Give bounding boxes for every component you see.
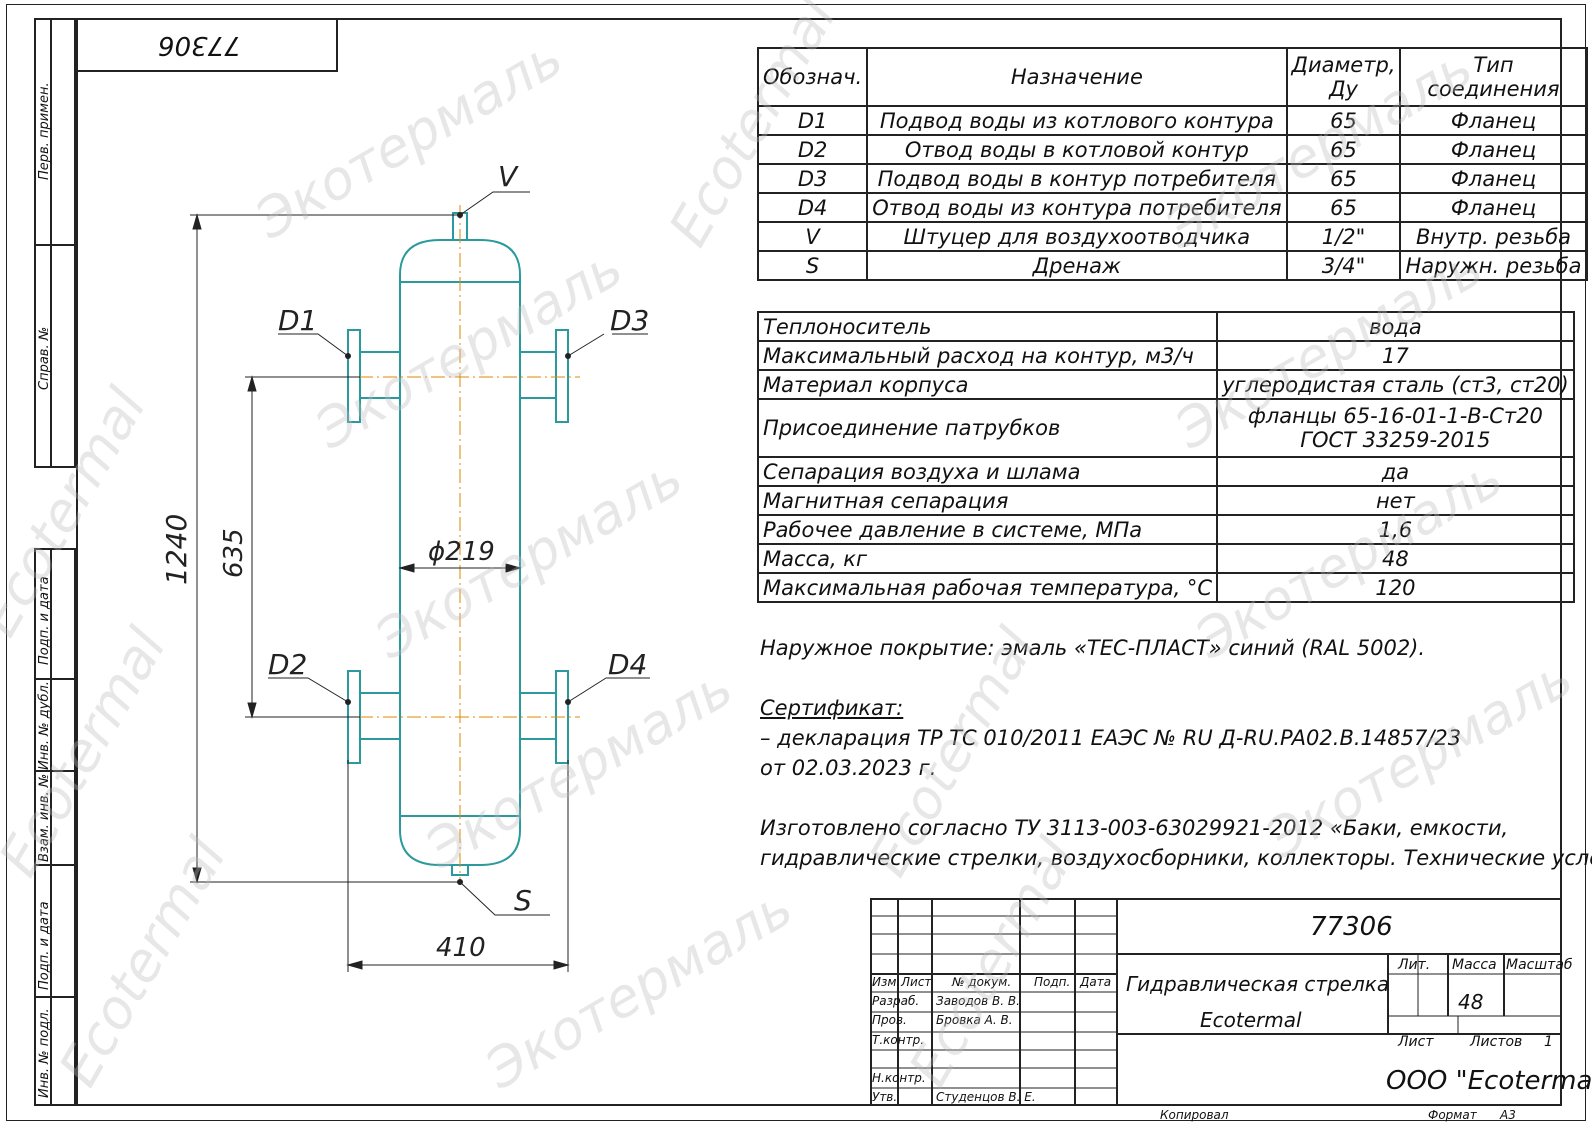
tb-mass-value: 48 bbox=[1458, 990, 1484, 1014]
col-header-connection-type: Тип соединения bbox=[1399, 47, 1588, 107]
tb-name-line-1: Гидравлическая стрелка bbox=[1126, 972, 1390, 996]
stamp-number-box: 77306 bbox=[76, 18, 338, 72]
tb-mass-label: Масса bbox=[1452, 957, 1497, 973]
label-d2: D2 bbox=[268, 648, 307, 681]
drawing-sheet bbox=[6, 4, 1586, 1121]
tb-name-prov: Бровка А. В. bbox=[936, 1013, 1013, 1027]
tb-col-izm: Изм. bbox=[872, 975, 901, 989]
label-s: S bbox=[514, 884, 532, 917]
label-d1: D1 bbox=[278, 304, 317, 337]
table-row: S Дренаж 3/4" Наружн. резьба bbox=[756, 250, 1588, 281]
tb-role-nkontr: Н.контр. bbox=[872, 1071, 926, 1085]
nozzle-d2 bbox=[359, 692, 400, 740]
tb-role-utv: Утв. bbox=[872, 1090, 898, 1104]
tb-lit-label: Лит. bbox=[1398, 957, 1431, 973]
certificate-title: Сертификат: bbox=[760, 696, 904, 720]
tb-name-line-2: Ecotermal bbox=[1200, 1008, 1302, 1032]
tb-format-value: А3 bbox=[1500, 1108, 1516, 1122]
tb-col-data: Дата bbox=[1080, 975, 1112, 989]
tu-line-2: гидравлические стрелки, воздухосборники,… bbox=[760, 846, 1592, 870]
tb-sheets-label: Листов bbox=[1470, 1034, 1523, 1050]
vessel-body bbox=[399, 239, 521, 866]
certificate-line-2: от 02.03.2023 г. bbox=[760, 756, 937, 780]
flange-d1 bbox=[347, 329, 361, 423]
nozzle-d1 bbox=[359, 351, 400, 399]
nozzle-d4 bbox=[520, 692, 557, 740]
hydraulic-separator-drawing: V S D1 D3 D2 D4 1240 635 ϕ219 410 bbox=[160, 160, 650, 972]
tb-sheet-label: Лист bbox=[1398, 1034, 1434, 1050]
label-d4: D4 bbox=[608, 648, 647, 681]
label-v: V bbox=[498, 160, 519, 193]
side-strip bbox=[34, 18, 76, 1106]
col-header-designation: Обознач. bbox=[756, 47, 869, 107]
col-header-diameter: Диаметр, Ду bbox=[1285, 47, 1402, 107]
tb-col-podp: Подп. bbox=[1034, 975, 1071, 989]
tb-role-tkontr: Т.контр. bbox=[872, 1033, 925, 1047]
label-d3: D3 bbox=[610, 304, 649, 337]
dim-diameter: ϕ219 bbox=[428, 537, 495, 567]
nozzle-d3 bbox=[520, 351, 557, 399]
table-row: D1 Подвод воды из котлового контура 65 Ф… bbox=[756, 105, 1588, 136]
dim-between: 635 bbox=[219, 528, 249, 578]
tu-line-1: Изготовлено согласно ТУ 3113-003-6302992… bbox=[760, 816, 1509, 840]
tb-sheets-value: 1 bbox=[1544, 1034, 1553, 1050]
table-row: D2 Отвод воды в котловой контур 65 Флане… bbox=[756, 134, 1588, 165]
connections-table: Обознач. Назначение Диаметр, Ду Тип соед… bbox=[756, 47, 1588, 281]
tb-name-razrab: Заводов В. В. bbox=[936, 994, 1020, 1008]
tb-col-doc: № докум. bbox=[952, 975, 1012, 989]
tb-doc-number: 77306 bbox=[1310, 912, 1393, 942]
tb-company: ООО "Ecotermal" bbox=[1386, 1066, 1592, 1096]
title-block-grid bbox=[870, 898, 1562, 1106]
tb-col-list: Лист bbox=[901, 975, 932, 989]
dim-total: 1240 bbox=[160, 514, 193, 585]
table-row: V Штуцер для воздухоотводчика 1/2" Внутр… bbox=[756, 221, 1588, 252]
tb-role-razrab: Разраб. bbox=[872, 994, 920, 1008]
flange-d3 bbox=[555, 329, 569, 423]
certificate-line-1: – декларация ТР ТС 010/2011 ЕАЭС № RU Д-… bbox=[760, 726, 1462, 750]
tb-name-utv: Студенцов В. Е. bbox=[936, 1090, 1036, 1104]
table-row: D4 Отвод воды из контура потребителя 65 … bbox=[756, 192, 1588, 223]
tb-format-label: Формат bbox=[1428, 1108, 1477, 1122]
coating-note: Наружное покрытие: эмаль «ТЕС-ПЛАСТ» син… bbox=[760, 636, 1426, 660]
tb-copied-label: Копировал bbox=[1160, 1108, 1229, 1122]
tb-role-prov: Пров. bbox=[872, 1013, 907, 1027]
col-header-purpose: Назначение bbox=[866, 47, 1288, 107]
dim-width: 410 bbox=[436, 933, 486, 963]
table-row: D3 Подвод воды в контур потребителя 65 Ф… bbox=[756, 163, 1588, 194]
tb-scale-label: Масштаб bbox=[1506, 957, 1573, 973]
